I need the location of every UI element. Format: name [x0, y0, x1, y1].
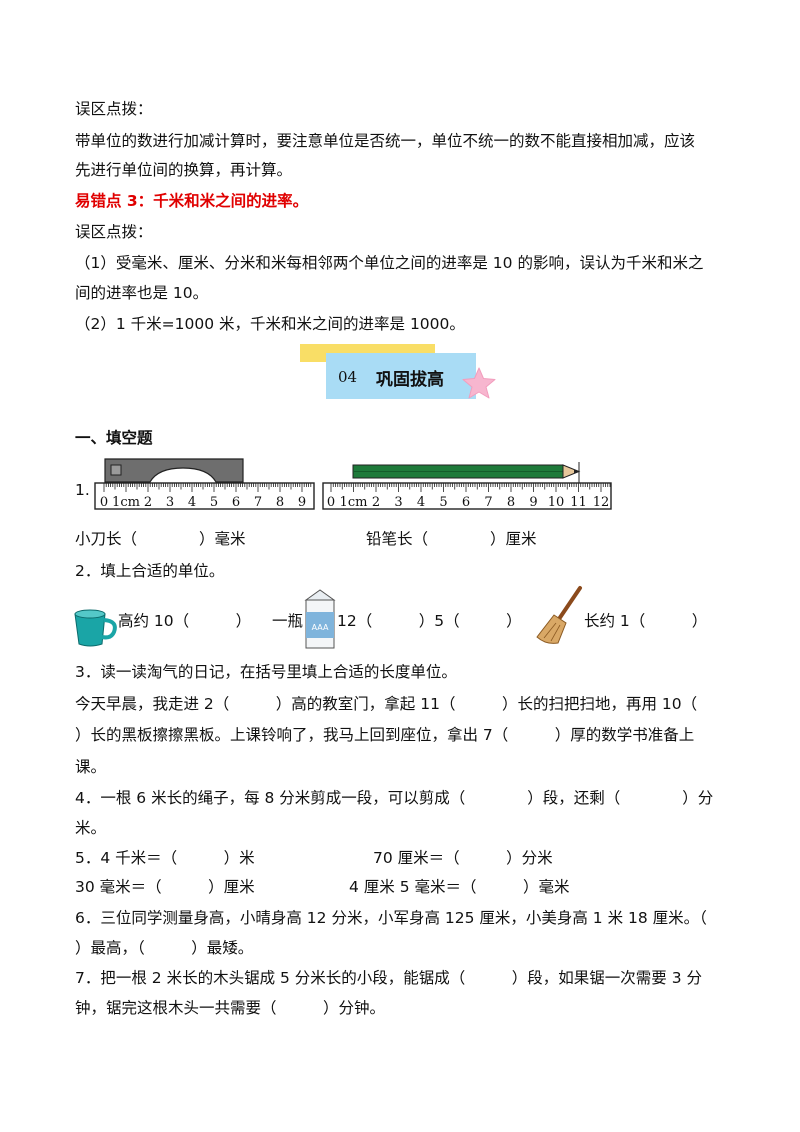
broom-icon: [536, 586, 582, 644]
pencil-length-answer[interactable]: 铅笔长（ ）厘米: [366, 530, 537, 548]
milk-units-blank[interactable]: 12（ ）5（ ）: [337, 612, 522, 630]
question-line[interactable]: 4．一根 6 米长的绳子，每 8 分米剪成一段，可以剪成（ ）段，还剩（ ）分: [75, 789, 714, 807]
ruler-label: 9: [298, 495, 306, 510]
ruler-label: 1cm: [112, 495, 140, 510]
question-line[interactable]: 7．把一根 2 米长的木头锯成 5 分米长的小段，能锯成（ ）段，如果锯一次需要…: [75, 969, 703, 987]
ruler-label: 9: [529, 495, 537, 510]
hint-label: 误区点拨：: [75, 100, 153, 118]
ruler-label: 11: [570, 495, 587, 510]
ruler-body: [322, 482, 612, 510]
question-line[interactable]: 钟，锯完这根木头一共需要（ ）分钟。: [75, 999, 386, 1017]
ruler-label: 2: [144, 495, 152, 510]
hint-label: 误区点拨：: [75, 223, 153, 241]
carton-text: AAA: [312, 623, 329, 632]
broom-length-blank[interactable]: 长约 1（ ）: [584, 612, 708, 630]
banner-blue-block: [326, 353, 476, 399]
ruler-body: [94, 482, 315, 510]
ruler-label: 8: [507, 495, 515, 510]
ruler-label: 6: [462, 495, 470, 510]
section-banner: 04 巩固拔高: [300, 344, 500, 414]
cup-icon: [74, 609, 117, 647]
star-icon: [462, 367, 496, 399]
hint-text-line: 带单位的数进行加减计算时，要注意单位是否统一，单位不统一的数不能直接相加减，应该: [75, 132, 696, 150]
diary-line[interactable]: 今天早晨，我走进 2（ ）高的教室门，拿起 11（ ）长的扫把扫地，再用 10（: [75, 695, 698, 713]
cup-height-blank[interactable]: 高约 10（ ）: [118, 612, 252, 630]
section-title: 一、填空题: [75, 429, 153, 447]
conversion-blank[interactable]: 5．4 千米＝（ ）米: [75, 849, 255, 867]
conversion-blank[interactable]: 4 厘米 5 毫米＝（ ）毫米: [349, 878, 570, 896]
milk-label: 一瓶: [272, 612, 304, 630]
error-point-heading: 易错点 3：千米和米之间的进率。: [75, 192, 309, 210]
milk-carton-icon: AAA: [304, 589, 336, 649]
hint-point-line: 间的进率也是 10。: [75, 284, 209, 302]
question-line: 米。: [75, 819, 107, 837]
knife-length-answer[interactable]: 小刀长（ ）毫米: [75, 530, 246, 548]
ruler-label: 0: [327, 495, 335, 510]
question-title: 3．读一读淘气的日记，在括号里填上合适的长度单位。: [75, 663, 457, 681]
banner-title: 巩固拔高: [376, 370, 444, 390]
pencil-image: [352, 462, 581, 484]
ruler-label: 4: [417, 495, 425, 510]
ruler-label: 8: [276, 495, 284, 510]
diary-line[interactable]: ）长的黑板擦擦黑板。上课铃响了，我马上回到座位，拿出 7（ ）厚的数学书准备上: [75, 726, 695, 744]
knife-image: [104, 458, 244, 483]
conversion-blank[interactable]: 30 毫米＝（ ）厘米: [75, 878, 255, 896]
ruler-label: 4: [188, 495, 196, 510]
diary-line: 课。: [75, 758, 107, 776]
conversion-blank[interactable]: 70 厘米＝（ ）分米: [373, 849, 553, 867]
ruler-ticks: [330, 483, 611, 492]
hint-point-line: （2）1 千米=1000 米，千米和米之间的进率是 1000。: [75, 315, 465, 333]
ruler-label: 3: [166, 495, 174, 510]
ruler-label: 12: [593, 495, 610, 510]
ruler-label: 5: [210, 495, 218, 510]
ruler-label: 5: [439, 495, 447, 510]
banner-number: 04: [338, 368, 358, 386]
ruler-label: 1cm: [340, 495, 368, 510]
hint-point-line: （1）受毫米、厘米、分米和米每相邻两个单位之间的进率是 10 的影响，误认为千米…: [75, 254, 704, 272]
ruler-label: 7: [254, 495, 262, 510]
ruler-label: 6: [232, 495, 240, 510]
ruler-label: 3: [394, 495, 402, 510]
question-line[interactable]: ）最高，（ ）最矮。: [75, 939, 254, 957]
ruler-ticks: [103, 483, 312, 492]
question-line[interactable]: 6．三位同学测量身高，小晴身高 12 分米，小军身高 125 厘米，小美身高 1…: [75, 909, 707, 927]
ruler-label: 10: [548, 495, 565, 510]
ruler-label: 7: [484, 495, 492, 510]
question-number: 1.: [75, 481, 90, 499]
hint-text-line: 先进行单位间的换算，再计算。: [75, 161, 293, 179]
ruler-label: 2: [372, 495, 380, 510]
ruler-label: 0: [100, 495, 108, 510]
question-title: 2．填上合适的单位。: [75, 562, 225, 580]
